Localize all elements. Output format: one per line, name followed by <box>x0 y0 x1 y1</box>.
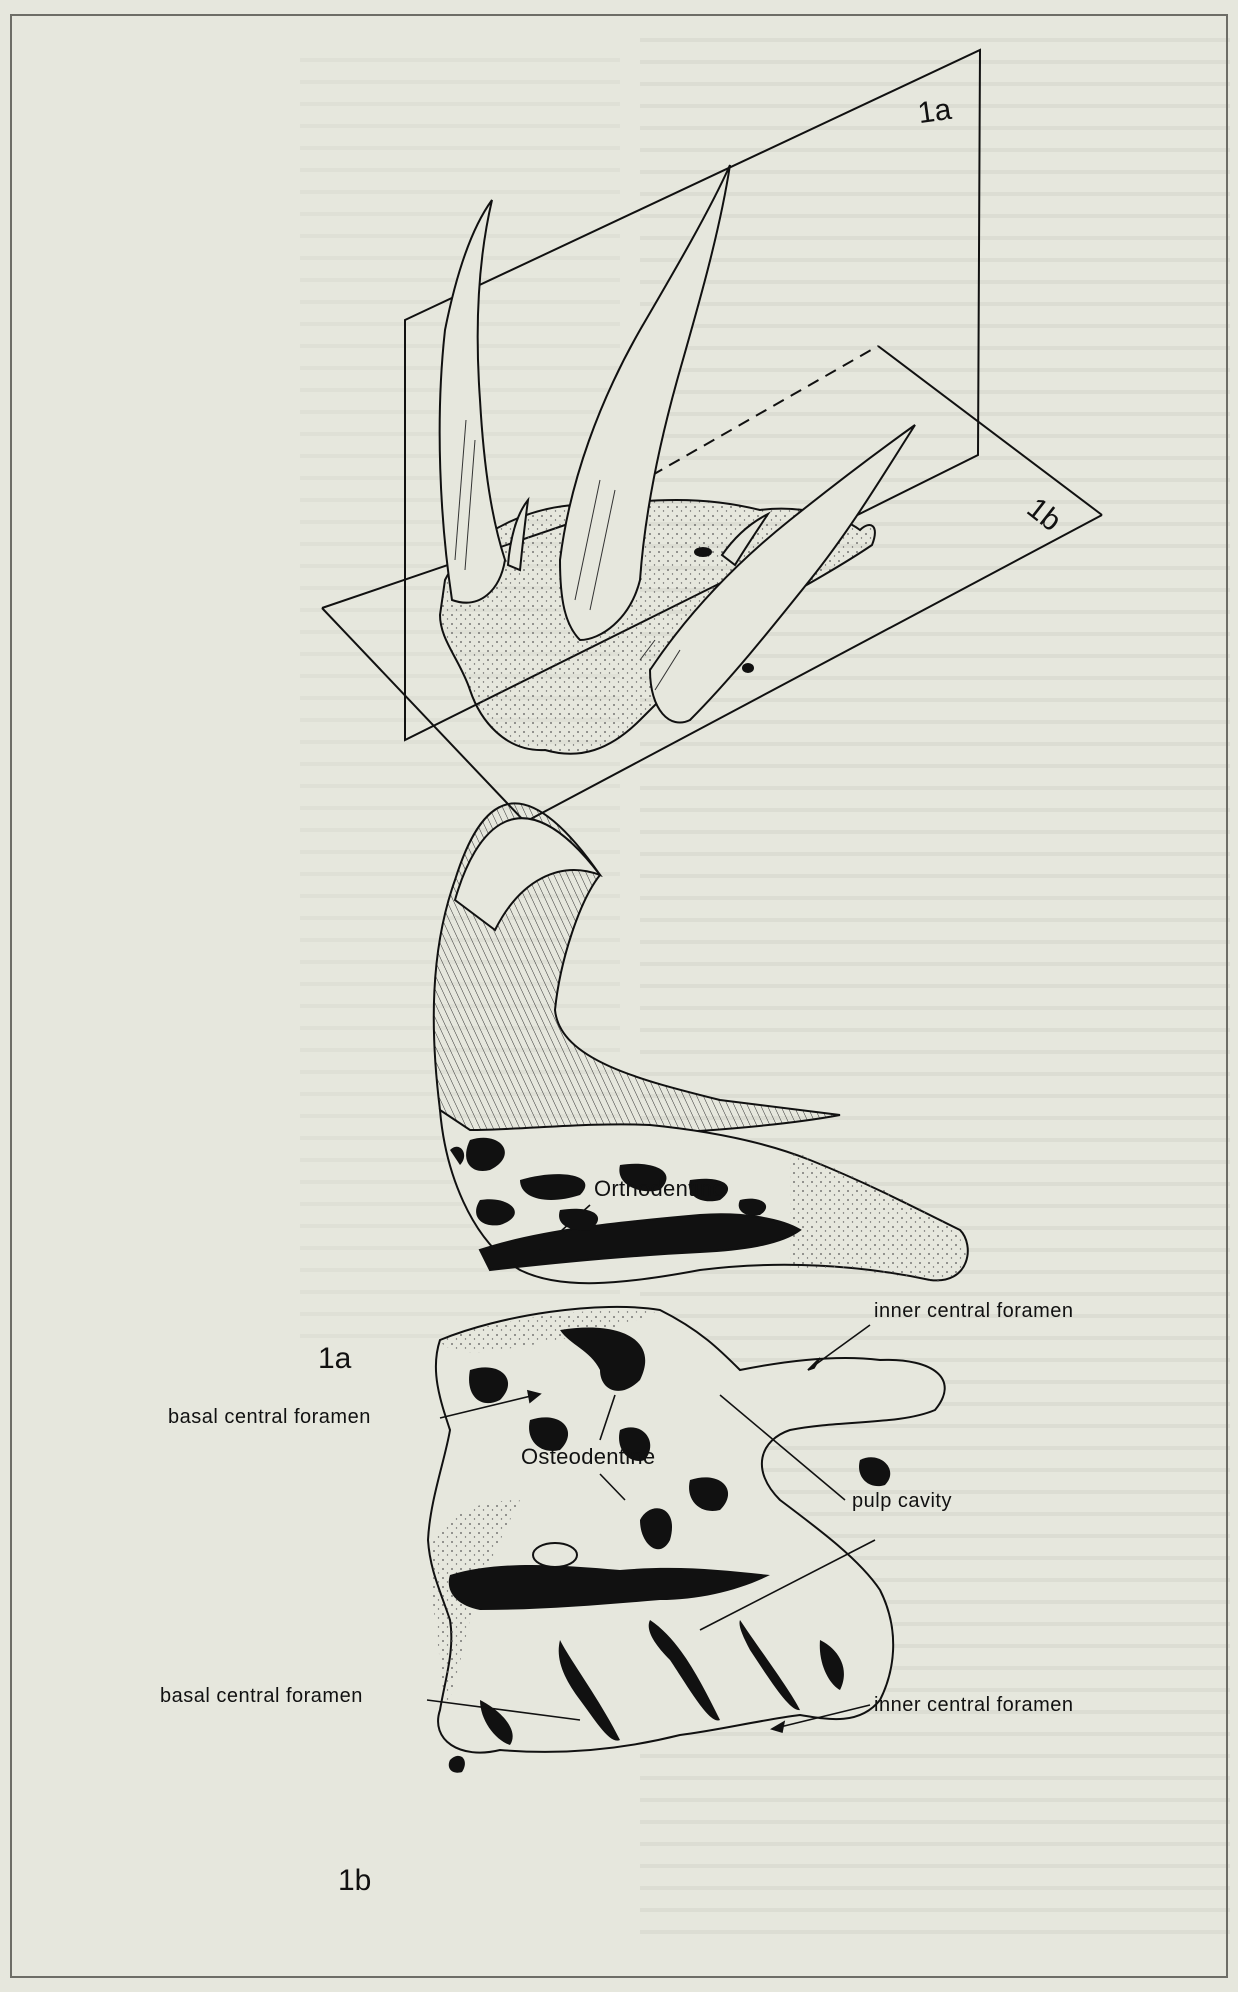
section-1a-stipple <box>790 1150 966 1282</box>
label-basal-central-foramen-1b: basal central foramen <box>160 1685 363 1708</box>
section-1b-nodule <box>533 1543 577 1567</box>
panel-label-1b: 1b <box>338 1864 371 1898</box>
label-orthodentine: Orthodentine <box>594 1176 725 1202</box>
pit <box>743 664 753 672</box>
tooth-3d-drawing <box>322 50 1102 822</box>
label-inner-central-foramen-1a: inner central foramen <box>874 1300 1073 1323</box>
tooth-cusp-left <box>440 200 505 603</box>
panel-label-1a: 1a <box>318 1342 351 1376</box>
label-pulp-cavity: pulp cavity <box>852 1490 952 1513</box>
label-basal-central-foramen-1a: basal central foramen <box>168 1406 371 1429</box>
plane-label-1a: 1a <box>916 93 954 131</box>
label-inner-central-foramen-1b: inner central foramen <box>874 1694 1073 1717</box>
section-1b-outline <box>428 1307 945 1753</box>
section-1b-drawing <box>428 1307 945 1773</box>
label-osteodentine: Osteodentine <box>521 1444 655 1470</box>
pit <box>695 548 711 556</box>
section-1a-drawing <box>434 803 968 1283</box>
